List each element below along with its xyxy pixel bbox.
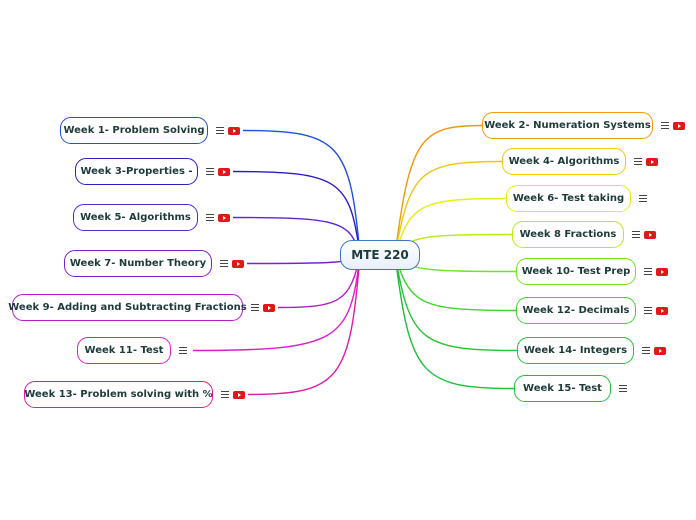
- youtube-video-icon[interactable]: [656, 267, 668, 276]
- topic-node[interactable]: Week 10- Test Prep: [516, 258, 636, 285]
- connector-line: [192, 254, 361, 352]
- connector-line: [394, 254, 515, 390]
- connector-line: [394, 124, 483, 256]
- notes-menu-icon[interactable]: [206, 213, 214, 221]
- connector-line: [242, 129, 361, 256]
- youtube-video-icon[interactable]: [656, 306, 668, 315]
- notes-menu-icon[interactable]: [642, 346, 650, 354]
- topic-node[interactable]: Week 3-Properties -: [75, 158, 198, 185]
- connector-line: [394, 160, 503, 256]
- youtube-video-icon[interactable]: [218, 167, 230, 176]
- connector-line: [394, 254, 518, 352]
- topic-node[interactable]: Week 4- Algorithms: [502, 148, 626, 175]
- topic-node[interactable]: Week 8 Fractions: [512, 221, 624, 248]
- notes-menu-icon[interactable]: [220, 259, 228, 267]
- notes-menu-icon[interactable]: [179, 346, 187, 354]
- youtube-video-icon[interactable]: [263, 303, 275, 312]
- youtube-video-icon[interactable]: [228, 126, 240, 135]
- topic-node[interactable]: Week 13- Problem solving with %: [24, 381, 213, 408]
- youtube-video-icon[interactable]: [232, 259, 244, 268]
- topic-node[interactable]: Week 11- Test: [77, 337, 171, 364]
- notes-menu-icon[interactable]: [639, 194, 647, 202]
- topic-node[interactable]: Week 9- Adding and Subtracting Fractions: [8, 294, 247, 321]
- central-topic-mte-220[interactable]: MTE 220: [340, 240, 420, 270]
- topic-node[interactable]: Week 5- Algorithms: [73, 204, 198, 231]
- notes-menu-icon[interactable]: [221, 390, 229, 398]
- connector-line: [394, 197, 507, 256]
- youtube-video-icon[interactable]: [233, 390, 245, 399]
- youtube-video-icon[interactable]: [654, 346, 666, 355]
- notes-menu-icon[interactable]: [634, 157, 642, 165]
- notes-menu-icon[interactable]: [619, 384, 627, 392]
- topic-node[interactable]: Week 15- Test: [514, 375, 611, 402]
- notes-menu-icon[interactable]: [644, 267, 652, 275]
- youtube-video-icon[interactable]: [644, 230, 656, 239]
- connector-line: [394, 254, 517, 312]
- youtube-video-icon[interactable]: [218, 213, 230, 222]
- topic-node[interactable]: Week 12- Decimals: [516, 297, 636, 324]
- notes-menu-icon[interactable]: [661, 121, 669, 129]
- notes-menu-icon[interactable]: [216, 126, 224, 134]
- connector-line: [247, 254, 361, 396]
- topic-node[interactable]: Week 6- Test taking: [506, 185, 631, 212]
- topic-node[interactable]: Week 14- Integers: [517, 337, 634, 364]
- topic-node[interactable]: Week 1- Problem Solving: [60, 117, 208, 144]
- notes-menu-icon[interactable]: [644, 306, 652, 314]
- notes-menu-icon[interactable]: [206, 167, 214, 175]
- youtube-video-icon[interactable]: [646, 157, 658, 166]
- topic-node[interactable]: Week 7- Number Theory: [64, 250, 212, 277]
- connector-line: [232, 170, 361, 256]
- topic-node[interactable]: Week 2- Numeration Systems: [482, 112, 653, 139]
- youtube-video-icon[interactable]: [673, 121, 685, 130]
- notes-menu-icon[interactable]: [251, 303, 259, 311]
- notes-menu-icon[interactable]: [632, 230, 640, 238]
